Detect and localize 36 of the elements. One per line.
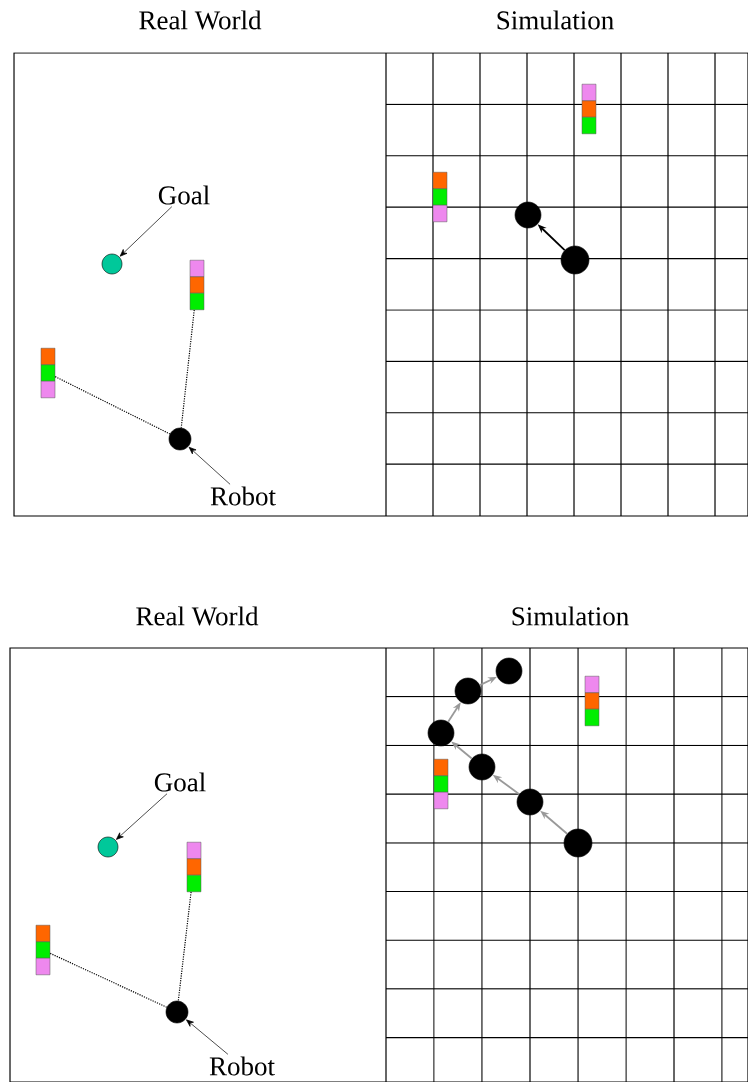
dotted-line [49,952,168,1008]
goal-circle [97,836,119,858]
leader-line [116,793,168,840]
landmark-marker [584,675,600,727]
callout-text: Robot [210,486,276,506]
panel-heading: Simulation [497,10,614,30]
callout-text: Goal [154,772,206,792]
landmark-marker [581,83,597,135]
landmark-marker [35,924,51,976]
callout-text: Goal [158,185,210,205]
leader-line [188,446,231,485]
robot-dot [468,753,496,781]
robot-dot [516,788,544,816]
robot-dot [168,427,192,451]
leader-line [186,1019,229,1055]
landmark-marker [433,758,449,810]
landmark-marker [40,347,56,399]
callout-text: Robot [209,1056,275,1076]
panel-heading: Real World [139,10,262,30]
landmark-marker [186,841,202,893]
landmark-marker [432,171,448,223]
dotted-line [177,891,192,1002]
robot-dot [495,657,523,685]
panel-heading: Simulation [512,606,629,626]
robot-dot [563,828,593,858]
robot-dot [514,201,542,229]
robot-dot [560,245,590,275]
leader-line [119,206,173,257]
robot-dot [427,719,455,747]
landmark-marker [189,259,205,311]
goal-circle [101,253,123,275]
dotted-line [54,376,171,435]
robot-dot [454,677,482,705]
panel-heading: Real World [136,606,259,626]
dotted-line [180,309,195,429]
robot-dot [165,1000,189,1024]
